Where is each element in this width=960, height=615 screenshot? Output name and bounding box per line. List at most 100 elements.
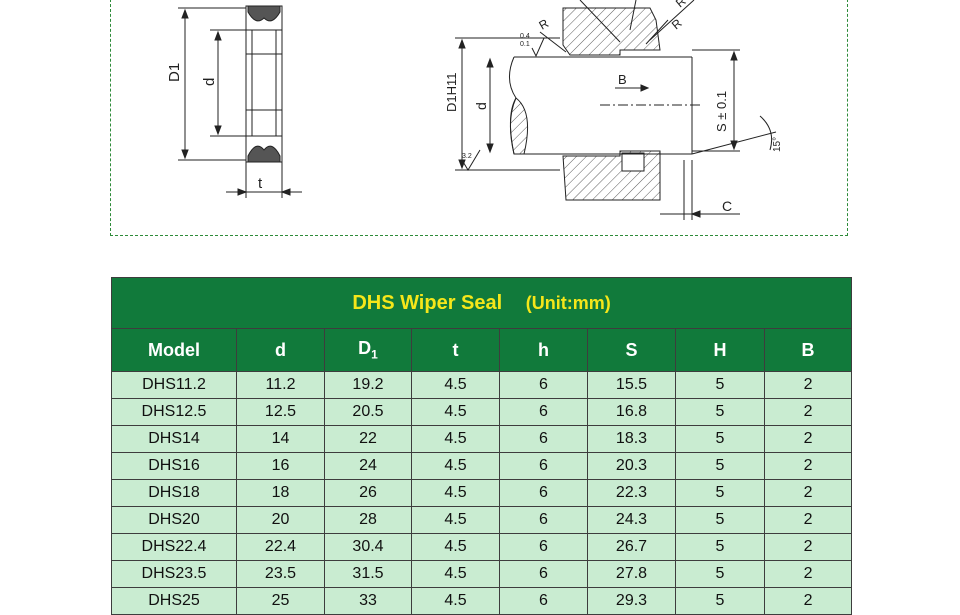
table-cell: 5 (675, 425, 765, 453)
table-cell: 29.3 (587, 587, 676, 615)
table-cell: DHS14 (111, 425, 237, 453)
table-cell: 15.5 (587, 371, 676, 399)
header-d1-letter: D (358, 338, 372, 359)
table-title-row: DHS Wiper Seal (Unit:mm) (110, 277, 853, 329)
table-cell: 20.5 (324, 398, 412, 426)
table-cell: 5 (675, 452, 765, 480)
table-cell: 2 (763, 560, 853, 588)
table-cell: 22 (324, 425, 412, 453)
table-cell: 18.3 (587, 425, 676, 453)
table-cell: 2 (763, 506, 853, 534)
table-cell: 31.5 (324, 560, 412, 588)
table-title: DHS Wiper Seal (352, 291, 503, 314)
table-cell: 2 (763, 479, 853, 507)
table-cell: 5 (675, 506, 765, 534)
groove-section-view (455, 0, 777, 220)
seal-section-view (178, 5, 302, 198)
table-cell: DHS23.5 (111, 560, 237, 588)
table-cell: 16.8 (587, 398, 676, 426)
table-cell: DHS12.5 (111, 398, 237, 426)
label-roughness-top-1: 0.4 (520, 33, 530, 40)
drawing-frame (110, 0, 848, 236)
table-cell: DHS25 (111, 587, 237, 615)
label-t-left: t (258, 175, 263, 192)
table-cell: 23.5 (236, 560, 325, 588)
table-cell: 14 (236, 425, 325, 453)
table-cell: 6 (499, 560, 588, 588)
table-cell: 6 (499, 479, 588, 507)
table-cell: 5 (675, 479, 765, 507)
table-cell: 5 (675, 398, 765, 426)
table-cell: 6 (499, 371, 588, 399)
table-cell: 22.4 (236, 533, 325, 561)
label-15-degree: 15° (772, 137, 783, 152)
table-cell: 11.2 (236, 371, 325, 399)
label-d1h11: D1H11 (444, 72, 459, 112)
label-r-1: R (537, 16, 552, 33)
table-cell: 2 (763, 398, 853, 426)
header-b: B (763, 328, 853, 372)
table-cell: 25 (236, 587, 325, 615)
table-cell: DHS18 (111, 479, 237, 507)
table-cell: 2 (763, 533, 853, 561)
table-cell: 6 (499, 452, 588, 480)
table-cell: 20.3 (587, 452, 676, 480)
table-cell: 27.8 (587, 560, 676, 588)
table-cell: 4.5 (411, 452, 500, 480)
table-cell: 19.2 (324, 371, 412, 399)
table-cell: 12.5 (236, 398, 325, 426)
table-cell: 18 (236, 479, 325, 507)
table-cell: DHS16 (111, 452, 237, 480)
table-cell: 26 (324, 479, 412, 507)
table-cell: 6 (499, 587, 588, 615)
label-d1-left: D1 (166, 63, 183, 82)
header-h-upper: H (675, 328, 765, 372)
table-cell: DHS20 (111, 506, 237, 534)
table-cell: 33 (324, 587, 412, 615)
header-s: S (587, 328, 676, 372)
label-c: C (722, 198, 732, 214)
table-cell: 24.3 (587, 506, 676, 534)
table-cell: 30.4 (324, 533, 412, 561)
table-cell: 28 (324, 506, 412, 534)
table-cell: 24 (324, 452, 412, 480)
table-cell: 6 (499, 506, 588, 534)
label-roughness-bottom: 3.2 (462, 153, 472, 160)
table-cell: 2 (763, 371, 853, 399)
table-cell: 4.5 (411, 398, 500, 426)
label-r-2: R (669, 16, 685, 33)
table-cell: 5 (675, 371, 765, 399)
header-t: t (411, 328, 500, 372)
table-cell: DHS11.2 (111, 371, 237, 399)
label-b: B (618, 72, 627, 87)
header-model: Model (111, 328, 237, 372)
table-cell: 2 (763, 425, 853, 453)
header-h-lower: h (499, 328, 588, 372)
header-d: d (236, 328, 325, 372)
table-cell: 2 (763, 452, 853, 480)
table-cell: 22.3 (587, 479, 676, 507)
table-cell: 4.5 (411, 533, 500, 561)
table-cell: DHS22.4 (111, 533, 237, 561)
label-s: S ± 0.1 (714, 91, 729, 132)
table-unit: (Unit:mm) (525, 292, 611, 313)
table-cell: 20 (236, 506, 325, 534)
table-cell: 5 (675, 560, 765, 588)
table-title-cell: DHS Wiper Seal (Unit:mm) (110, 277, 853, 329)
header-d1: D1 (324, 328, 412, 372)
table-cell: 6 (499, 533, 588, 561)
table-header-row: Model d D1 t h S H B (111, 328, 853, 372)
header-d1-subscript: 1 (371, 347, 378, 362)
table-cell: 6 (499, 425, 588, 453)
table-cell: 6 (499, 398, 588, 426)
table-cell: 4.5 (411, 371, 500, 399)
table-cell: 4.5 (411, 479, 500, 507)
table-cell: 4.5 (411, 506, 500, 534)
